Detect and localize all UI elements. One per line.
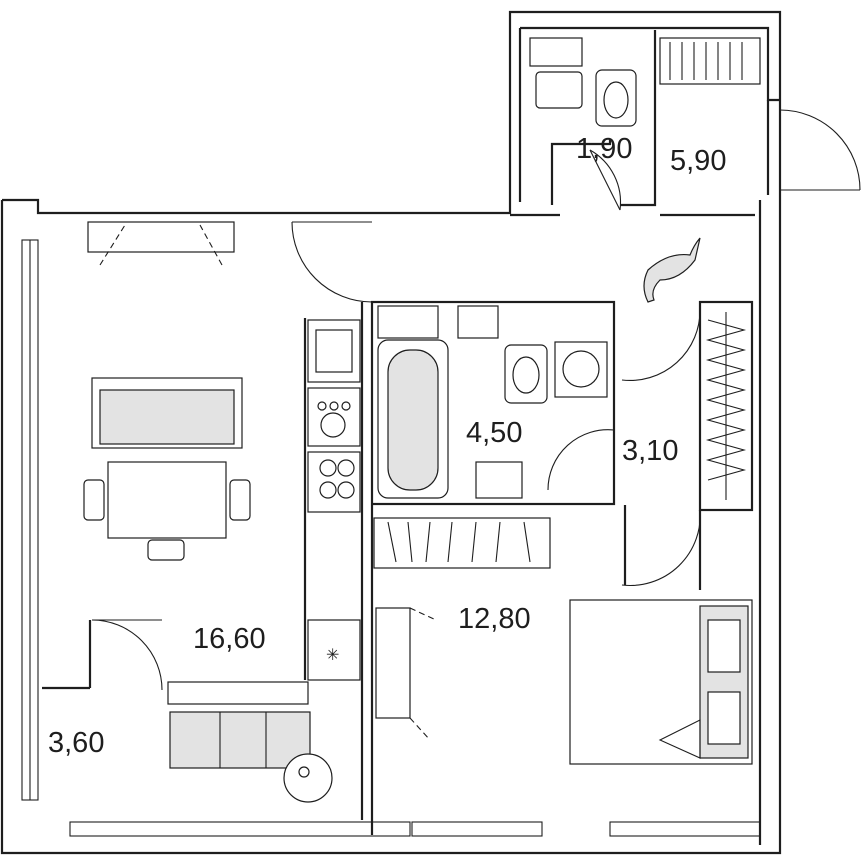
hall-wardrobe (705, 312, 747, 500)
bedroom-furniture (373, 517, 753, 765)
doors (91, 109, 861, 691)
living-furniture (83, 221, 251, 561)
kitchen-counter: ✳ (307, 319, 361, 681)
balcony-furniture (167, 681, 333, 803)
room-area-balcony: 3,60 (48, 727, 104, 759)
wardrobe-hatch-top (669, 42, 743, 80)
wc-fixtures (529, 37, 761, 127)
room-area-hall: 3,10 (622, 435, 678, 467)
fridge-glyph: ✳ (326, 647, 339, 664)
outer-walls (0, 10, 782, 855)
wardrobe-hatch-bed (387, 521, 531, 563)
bathroom-fixtures (377, 305, 608, 499)
room-area-storage: 1,90 (576, 133, 632, 165)
interior-walls (42, 30, 755, 835)
room-area-bathroom: 4,50 (466, 417, 522, 449)
room-area-bedroom: 12,80 (458, 603, 531, 635)
room-area-hall-top: 5,90 (670, 145, 726, 177)
room-labels: 1,90 5,90 4,50 3,10 16,60 12,80 3,60 (48, 133, 726, 759)
room-area-living-kitchen: 16,60 (193, 623, 266, 655)
dog-icon (643, 237, 701, 303)
